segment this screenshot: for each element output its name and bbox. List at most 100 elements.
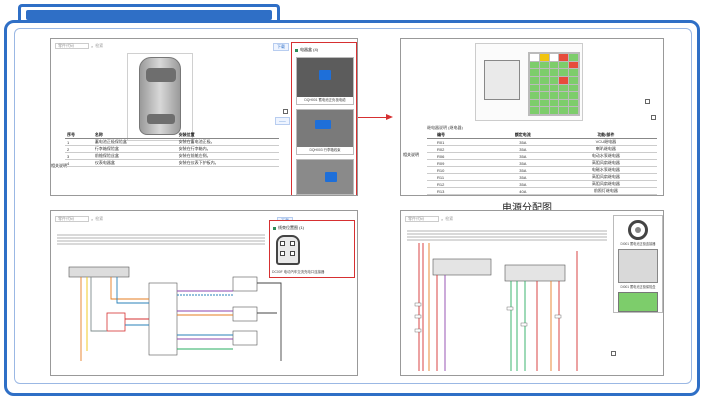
relay-photo-1[interactable]: DQH001 蓄电池正负极电缆 xyxy=(296,57,354,105)
table-cell: R09 xyxy=(427,159,491,168)
fuse-slot xyxy=(569,61,578,69)
table-cell: 高阻风扇继电器 xyxy=(554,159,657,168)
frame-tab-fill xyxy=(26,10,272,20)
fuse-slot xyxy=(559,69,569,76)
table-cell: 安装在蓄电池正极。 xyxy=(176,138,279,146)
fuse-slot xyxy=(539,92,549,99)
relay-photo-3[interactable] xyxy=(296,159,354,195)
table-row[interactable]: R1440A前照灯继电器 xyxy=(427,194,657,195)
expand-icon[interactable] xyxy=(283,109,288,114)
fuse-slot xyxy=(569,76,578,84)
bullet-icon xyxy=(273,226,276,230)
outer-frame xyxy=(4,20,700,396)
search-input[interactable]: 零件代码 xyxy=(55,43,89,49)
fuse-slot xyxy=(549,54,559,61)
search-icon[interactable]: ⌕ xyxy=(441,216,444,222)
small-toggle-button[interactable]: —— xyxy=(275,117,290,125)
table-cell: 40A xyxy=(490,194,555,195)
fuse-slot xyxy=(539,99,549,107)
fuse-slot xyxy=(530,84,539,92)
connector-card[interactable]: DI001 蓄电池正极连接器 DI001 蓄电池正极保险盒 xyxy=(613,215,663,313)
vehicle-top-view-image xyxy=(139,57,181,135)
fuse-slot xyxy=(559,99,569,107)
fuse-slot xyxy=(549,61,559,69)
relay-table-header: 额定电流 xyxy=(490,132,555,140)
panel-power-distribution: 零件代码 ⌕ 检索 DI001 蓄电池正极连接器 xyxy=(400,210,664,376)
fuse-box-diagram xyxy=(475,43,583,121)
inner-frame xyxy=(14,28,692,384)
connector-title: 线束位置图 (1) xyxy=(273,225,304,231)
table-cell: 4 xyxy=(65,159,93,167)
download-button[interactable]: 下载 xyxy=(273,43,289,51)
table-cell: VCU继电器 xyxy=(554,138,657,147)
fuse-layout-image xyxy=(618,292,658,312)
fuse-slot xyxy=(530,92,539,99)
card-caption: DI001 蓄电池正极连接器 xyxy=(620,242,656,246)
fuse-slot xyxy=(539,107,549,114)
fuse-slot xyxy=(549,69,559,76)
relay-photo-2[interactable]: DQH003 行李箱线束 xyxy=(296,109,354,155)
table-cell: R14 xyxy=(427,194,491,195)
fuse-box-connector xyxy=(484,60,520,100)
search-label[interactable]: 检索 xyxy=(95,43,104,48)
expand-icon[interactable] xyxy=(645,99,650,104)
relay-table-header: 功能/部件 xyxy=(554,132,657,140)
fuse-slot xyxy=(559,84,569,92)
fuse-slot xyxy=(549,107,559,114)
table-cell: 1 xyxy=(65,138,93,146)
table-cell: 3 xyxy=(65,152,93,160)
fuse-slot xyxy=(559,61,569,69)
panel-circuit-diagram: 零件代码 ⌕ 检索 下载 xyxy=(50,210,358,376)
fuse-slot xyxy=(539,69,549,76)
table-cell: R02 xyxy=(427,145,491,154)
fuse-table-subtitle: 继电器说明 (继电器) xyxy=(427,125,463,130)
fuse-slot xyxy=(539,76,549,84)
fuse-slot xyxy=(549,99,559,107)
fuse-slot xyxy=(530,54,539,61)
search-icon[interactable]: ⌕ xyxy=(91,43,94,49)
fuse-slot xyxy=(530,61,539,69)
search-label[interactable]: 检索 xyxy=(95,216,104,221)
expand-icon[interactable] xyxy=(611,351,616,356)
search-bar: 零件代码 ⌕ 检索 xyxy=(55,42,103,50)
fuse-slot xyxy=(530,107,539,114)
table-cell: 蓄电池正极保险盒 xyxy=(92,138,177,146)
table-cell: 前照灯继电器 xyxy=(554,194,657,195)
search-input[interactable]: 零件代码 xyxy=(405,216,439,222)
charging-port-connector-image[interactable] xyxy=(276,235,300,265)
relay-box-title: 电器盒 (4) xyxy=(295,47,318,53)
fuse-slot xyxy=(559,92,569,99)
table-cell: 35A xyxy=(490,173,555,182)
section-caption: 电源分配图 xyxy=(502,203,552,214)
fuse-slot xyxy=(569,99,578,107)
fuse-slot xyxy=(559,76,569,84)
connector-caption: DC00F 电动汽车交流充电口连接器 xyxy=(272,270,325,274)
table-cell: 前舱保险丝盒 xyxy=(92,152,177,160)
table-cell: 行李箱保险盒 xyxy=(92,145,177,153)
search-input[interactable]: 零件代码 xyxy=(55,216,89,222)
expand-icon[interactable] xyxy=(651,115,656,120)
table-cell: 安装在仪表下护板内。 xyxy=(176,159,279,167)
search-icon[interactable]: ⌕ xyxy=(91,216,94,222)
fuse-slot xyxy=(539,61,549,69)
fuse-slot xyxy=(530,69,539,76)
table-cell: R11 xyxy=(427,173,491,182)
card-caption: DI001 蓄电池正极保险盒 xyxy=(620,285,656,289)
table-cell: 35A xyxy=(490,180,555,189)
fuse-slot xyxy=(559,54,569,61)
search-label[interactable]: 检索 xyxy=(445,216,454,221)
